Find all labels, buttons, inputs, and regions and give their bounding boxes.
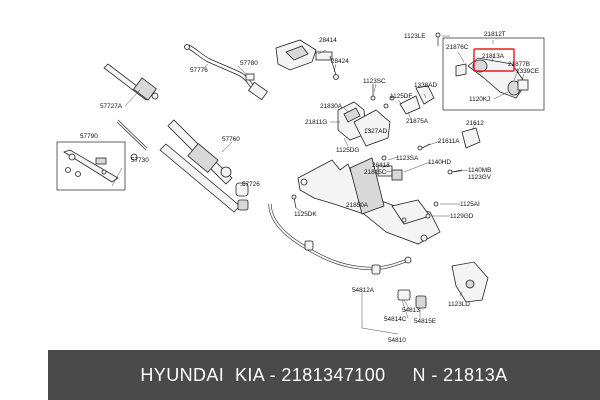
part-number-banner: HYUNDAI KIA - 2181347100 N - 21813A bbox=[48, 350, 600, 400]
bushing-54813 bbox=[397, 289, 427, 309]
label-1140mb: 1140MB bbox=[468, 167, 491, 174]
label-57780: 57780 bbox=[240, 60, 258, 67]
label-1125ai: 1125AI bbox=[460, 201, 480, 208]
bracket-1123ld bbox=[451, 261, 489, 303]
mount-bracket-21830a bbox=[337, 101, 391, 147]
highlighted-part-21813a bbox=[473, 48, 515, 72]
mount-inset-box bbox=[442, 37, 545, 111]
tie-rod-kit-box bbox=[56, 141, 126, 191]
label-54810: 54810 bbox=[388, 337, 406, 344]
tie-rod bbox=[116, 119, 148, 161]
bolts-1125ai-1129gd bbox=[425, 201, 439, 219]
label-57760: 57760 bbox=[222, 136, 240, 143]
steering-pipe-assembly bbox=[184, 44, 268, 101]
label-1120kj: 1120KJ bbox=[469, 96, 490, 103]
label-1123le: 1123LE bbox=[404, 33, 426, 40]
label-57790: 57790 bbox=[80, 133, 98, 140]
bolt-1140mb bbox=[447, 169, 463, 175]
clamp-1338ad bbox=[415, 85, 435, 105]
leader-lines bbox=[111, 35, 525, 335]
label-28413: 28413 bbox=[372, 162, 390, 169]
label-28414: 28414 bbox=[319, 37, 337, 44]
bolt-1125dk bbox=[291, 194, 297, 209]
label-54813: 54813 bbox=[402, 307, 420, 314]
pedal-bracket bbox=[275, 39, 339, 80]
label-21611a: 21611A bbox=[438, 138, 460, 145]
mount-bracket-21875a bbox=[383, 95, 421, 115]
part-labels: 57776 57780 57727A 57790 57730 57760 577… bbox=[80, 31, 539, 344]
bolt-1123sc bbox=[370, 84, 376, 101]
label-1123sc: 1123SC bbox=[363, 78, 386, 85]
label-57727a: 57727A bbox=[100, 103, 123, 110]
bracket-21612 bbox=[461, 127, 481, 149]
label-1129gd: 1129GD bbox=[450, 213, 474, 220]
crossmember-21850a bbox=[297, 157, 441, 245]
label-54814c: 54814C bbox=[384, 316, 407, 323]
label-21811g: 21811G bbox=[305, 119, 327, 126]
label-1339ce: 1339CE bbox=[516, 68, 539, 75]
banner-text: HYUNDAI KIA - 2181347100 N - 21813A bbox=[140, 364, 508, 385]
label-57726: 57726 bbox=[242, 181, 260, 188]
label-21813a: 21813A bbox=[482, 53, 505, 60]
label-21876c: 21876C bbox=[446, 44, 469, 51]
label-1125df: 1125DF bbox=[390, 93, 412, 100]
label-1125dg: 1125DG bbox=[336, 147, 359, 154]
bolt-1123le bbox=[435, 32, 441, 46]
label-21812t: 21812T bbox=[484, 31, 506, 38]
bolt-21611a bbox=[417, 143, 431, 151]
label-57730: 57730 bbox=[131, 157, 149, 164]
label-1125dk: 1125DK bbox=[294, 211, 317, 218]
steering-rack-main bbox=[159, 119, 249, 213]
exploded-parts-diagram: 57776 57780 57727A 57790 57730 57760 577… bbox=[56, 31, 545, 344]
label-57776: 57776 bbox=[190, 67, 208, 74]
stabilizer-bar-54810 bbox=[268, 203, 412, 275]
label-1327ad: 1327AD bbox=[364, 128, 387, 135]
label-21815c: 21815C bbox=[364, 169, 387, 176]
label-21612: 21612 bbox=[466, 120, 484, 127]
label-54815e: 54815E bbox=[414, 318, 436, 325]
label-1123ld: 1123LD bbox=[448, 301, 470, 308]
steering-rack-upper bbox=[103, 63, 159, 101]
label-1123sa: 1123SA bbox=[396, 155, 419, 162]
label-21850a: 21850A bbox=[346, 202, 369, 209]
label-21875a: 21875A bbox=[406, 118, 429, 125]
label-28424: 28424 bbox=[331, 58, 349, 65]
label-1338ad: 1338AD bbox=[414, 82, 437, 89]
label-1140hd: 1140HD bbox=[428, 159, 451, 166]
label-54812a: 54812A bbox=[352, 287, 375, 294]
label-1123gv: 1123GV bbox=[468, 174, 492, 181]
label-21877b: 21877B bbox=[508, 61, 530, 68]
label-21830a: 21830A bbox=[320, 103, 343, 110]
